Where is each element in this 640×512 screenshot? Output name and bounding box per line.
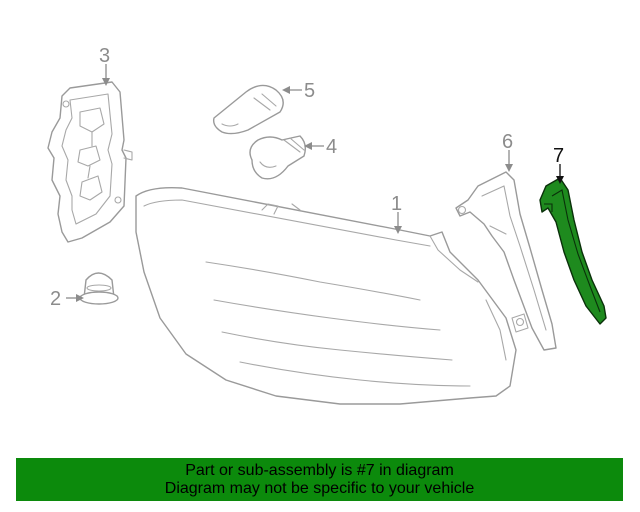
callout-7: 7 [553, 145, 564, 167]
callout-labels: 3 2 5 4 1 6 7 [50, 45, 564, 310]
banner-line-2: Diagram may not be specific to your vehi… [164, 479, 475, 497]
callout-5: 5 [304, 80, 315, 102]
banner-line-1: Part or sub-assembly is #7 in diagram [185, 461, 454, 479]
parts-diagram: 3 2 5 4 1 6 7 [47, 45, 607, 405]
part-info-banner: Part or sub-assembly is #7 in diagram Di… [16, 458, 623, 501]
callout-6: 6 [502, 131, 513, 153]
callout-2: 2 [50, 288, 61, 310]
part-1-tail-lamp [135, 186, 517, 405]
callout-3: 3 [99, 45, 110, 67]
part-4-bulb [249, 135, 307, 180]
part-2-grommet [79, 272, 119, 305]
part-5-wedge-bulb [212, 84, 284, 135]
part-6-gasket [455, 171, 557, 351]
callout-4: 4 [326, 136, 337, 158]
callout-1: 1 [391, 193, 402, 215]
part-3-bulb-carrier [47, 81, 133, 243]
callout-leaders [66, 64, 564, 302]
part-7-trim-panel [539, 177, 607, 325]
